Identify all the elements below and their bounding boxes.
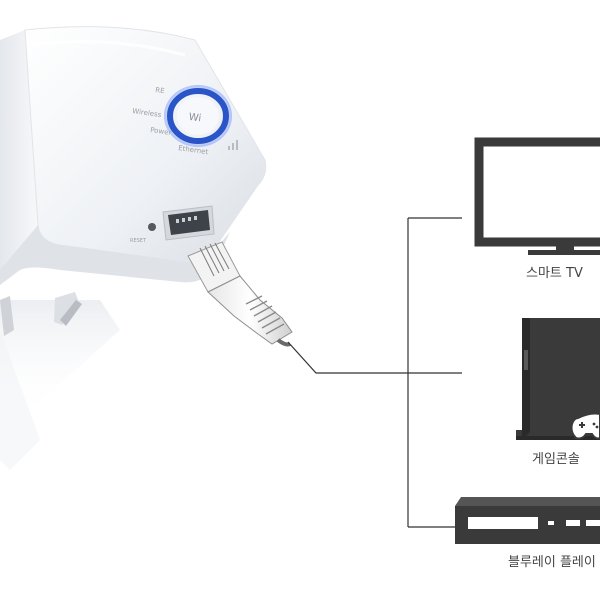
range-extender bbox=[0, 26, 267, 285]
reset-button: RESET bbox=[130, 223, 156, 244]
wifi-signal-icon bbox=[228, 140, 238, 150]
device-reflection bbox=[0, 300, 120, 470]
gamepad-icon bbox=[570, 412, 600, 440]
led-label-power: Power bbox=[150, 126, 172, 137]
game-console-label: 게임콘솔 bbox=[532, 452, 580, 467]
smart-tv-label: 스마트 TV bbox=[526, 266, 583, 281]
reset-label: RESET bbox=[130, 238, 147, 244]
led-ring: Wi bbox=[164, 85, 232, 147]
power-plug-prongs bbox=[0, 292, 82, 336]
game-console-icon bbox=[516, 318, 600, 440]
svg-text:Wi: Wi bbox=[188, 112, 202, 125]
bluray-player-icon bbox=[455, 497, 600, 544]
ethernet-port bbox=[162, 205, 215, 241]
led-label-re: RE bbox=[155, 86, 165, 95]
bluray-player-label: 블루레이 플레이 bbox=[508, 555, 596, 570]
tv-icon bbox=[474, 137, 600, 255]
ethernet-cable-icon bbox=[187, 241, 293, 347]
connection-lines bbox=[287, 217, 462, 528]
